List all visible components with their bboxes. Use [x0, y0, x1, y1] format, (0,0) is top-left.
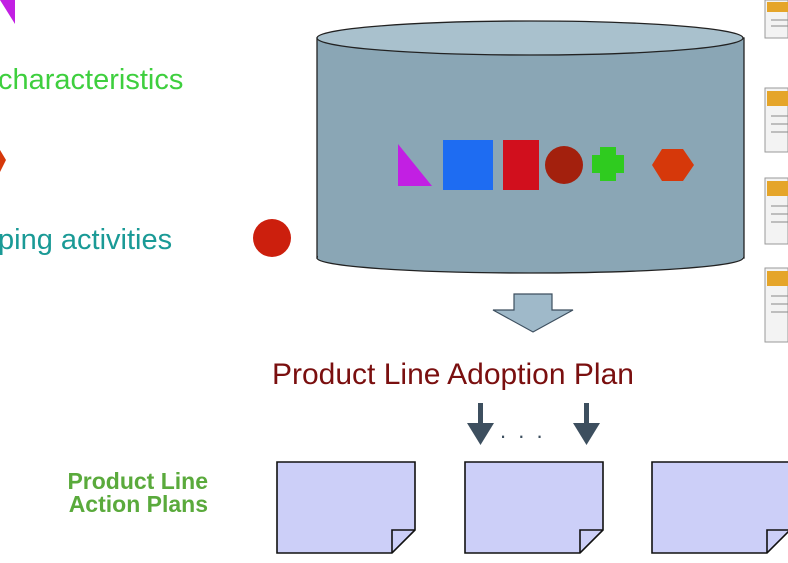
document-icon	[764, 177, 788, 245]
ellipsis-label: . . .	[500, 418, 546, 443]
down-arrow-icon	[492, 293, 574, 333]
action-plan-page	[464, 461, 604, 554]
cross-icon	[592, 147, 624, 181]
action-plans-line1: Product Line	[67, 468, 208, 494]
document-icon	[764, 0, 788, 39]
hexagon-icon	[652, 149, 694, 181]
action-plan-page	[276, 461, 416, 554]
rectangle-icon	[503, 140, 539, 190]
characteristics-label: characteristics	[0, 64, 184, 96]
document-icon	[764, 87, 788, 153]
hexagon-icon	[0, 150, 6, 172]
action-plans-label: Product Line Action Plans	[67, 470, 208, 516]
arrow-down-icon	[467, 403, 494, 445]
arrow-down-icon	[573, 403, 600, 445]
square-icon	[443, 140, 493, 190]
action-plan-page	[651, 461, 788, 554]
circle-icon	[253, 219, 291, 257]
activities-label: ping activities	[0, 224, 173, 256]
circle-icon	[545, 146, 583, 184]
adoption-plan-title: Product Line Adoption Plan	[272, 358, 634, 391]
triangle-icon	[398, 144, 432, 186]
action-plans-line2: Action Plans	[68, 491, 208, 517]
triangle-icon	[0, 0, 15, 24]
document-icon	[764, 267, 788, 343]
